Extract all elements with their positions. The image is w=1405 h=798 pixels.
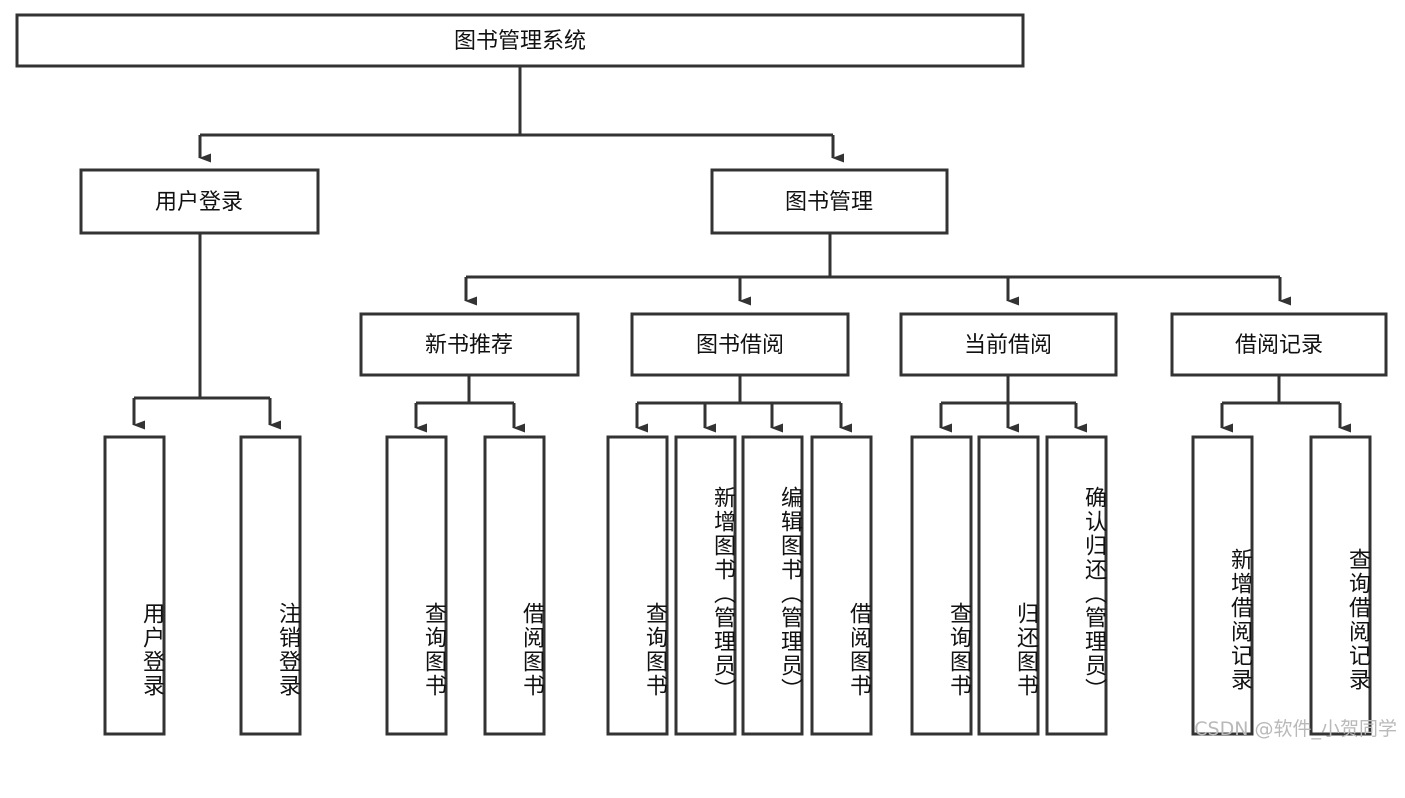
- node-box-leaf-1[interactable]: [103, 435, 166, 736]
- connector-group-root-to-level2: [198, 66, 844, 163]
- node-label-bookmgmt: 图书管理: [785, 190, 873, 215]
- node-box-leaf-10[interactable]: [977, 435, 1040, 736]
- node-box-leaf-7[interactable]: [741, 435, 804, 736]
- node-label-borrow: 图书借阅: [696, 333, 784, 358]
- node-label-records: 借阅记录: [1235, 333, 1323, 358]
- node-label-newbook: 新书推荐: [425, 333, 513, 358]
- flowchart-canvas: 图书管理系统 用户登录 图书管理 新书推荐 图书借阅 当前借阅 借阅记录: [15, 13, 1388, 736]
- node-box-leaf-8[interactable]: [810, 435, 873, 736]
- node-box-leaf-12[interactable]: [1191, 435, 1254, 736]
- node-box-leaf-2[interactable]: [239, 435, 302, 736]
- connector-group-records-to-leaves: [1220, 375, 1351, 433]
- node-box-root[interactable]: [15, 13, 1025, 68]
- node-box-records[interactable]: [1170, 312, 1388, 377]
- node-box-leaf-3[interactable]: [385, 435, 448, 736]
- node-box-borrow[interactable]: [630, 312, 850, 377]
- node-label-current: 当前借阅: [964, 333, 1052, 358]
- node-box-leaf-13[interactable]: [1309, 435, 1372, 736]
- node-box-leaf-6[interactable]: [674, 435, 737, 736]
- node-box-leaf-4[interactable]: [483, 435, 546, 736]
- connector-group-bookmgmt-to-level3: [464, 233, 1291, 306]
- node-box-leaf-9[interactable]: [910, 435, 973, 736]
- node-label-login: 用户登录: [155, 190, 243, 215]
- connector-group-login-to-leaves: [132, 233, 281, 430]
- connector-group-borrow-to-leaves: [635, 375, 852, 433]
- node-box-bookmgmt[interactable]: [710, 168, 949, 235]
- node-box-leaf-11[interactable]: [1045, 435, 1108, 736]
- node-label-root: 图书管理系统: [454, 29, 586, 54]
- connector-group-current-to-leaves: [939, 375, 1087, 433]
- connector-group-newbook-to-leaves: [414, 375, 525, 433]
- node-box-newbook[interactable]: [359, 312, 580, 377]
- node-box-current[interactable]: [899, 312, 1118, 377]
- node-box-leaf-5[interactable]: [606, 435, 669, 736]
- node-box-login[interactable]: [79, 168, 320, 235]
- flowchart-diagram: 图书管理系统 用户登录 图书管理 新书推荐 图书借阅 当前借阅 借阅记录 用户登…: [15, 13, 1397, 740]
